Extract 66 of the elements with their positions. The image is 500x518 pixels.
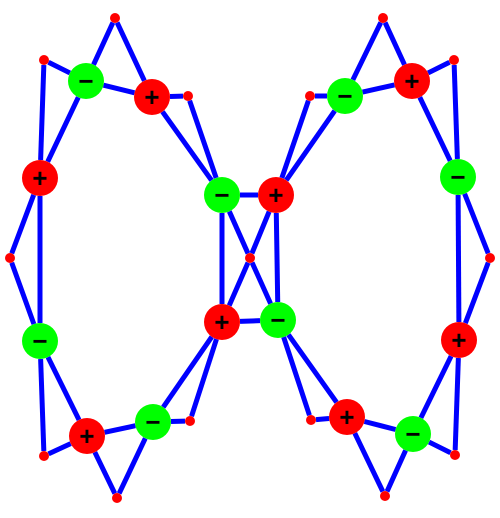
connector-line — [116, 437, 148, 495]
connector-line — [418, 96, 452, 162]
connector-line — [362, 82, 395, 94]
connector-line — [428, 440, 452, 455]
connector-line — [240, 318, 260, 324]
charge-sign: + — [32, 165, 48, 191]
charge-sign: + — [79, 423, 95, 449]
connector-line — [38, 358, 46, 452]
connector-line — [92, 451, 118, 495]
charge-sign: − — [32, 328, 48, 354]
connector-line — [250, 262, 273, 305]
connector-line — [456, 194, 462, 322]
connector-line — [47, 60, 72, 76]
connector-line — [284, 109, 337, 182]
charge-sign: + — [214, 309, 230, 335]
charge-sign: − — [78, 68, 94, 94]
connector-line — [418, 355, 454, 419]
connector-line — [102, 82, 136, 96]
connector-line — [452, 358, 461, 450]
connector-line — [227, 210, 250, 254]
connector-line — [91, 22, 116, 66]
connector-line — [281, 336, 312, 416]
connector-line — [47, 441, 72, 456]
charge-sign: + — [339, 404, 355, 430]
connector-line — [38, 196, 42, 323]
connector-line — [462, 192, 490, 254]
connector-line — [315, 94, 327, 98]
charge-sign: + — [451, 327, 467, 353]
charge-sign: + — [404, 68, 420, 94]
charge-sign: + — [268, 182, 284, 208]
connector-line — [226, 262, 250, 307]
connector-line — [161, 335, 214, 409]
connector-line — [45, 96, 81, 163]
connector-line — [114, 21, 147, 82]
connector-line — [220, 213, 224, 304]
connector-line — [274, 212, 280, 302]
connector-line — [189, 338, 219, 417]
charge-sign: − — [337, 83, 353, 109]
connector-line — [364, 419, 396, 432]
connector-line — [452, 64, 460, 160]
charge-sign: − — [214, 182, 230, 208]
connector-line — [240, 192, 258, 198]
connector-line — [463, 262, 491, 324]
connector-line — [170, 418, 186, 424]
connector-line — [187, 100, 219, 179]
connector-line — [38, 64, 46, 160]
connector-line — [250, 210, 272, 254]
charge-sign: − — [405, 421, 421, 447]
charge-sign: − — [450, 164, 466, 190]
connector-line — [170, 94, 184, 99]
connector-line — [46, 356, 82, 421]
connector-line — [426, 60, 451, 76]
connector-line — [316, 416, 330, 422]
charge-sign: + — [144, 84, 160, 110]
connector-line — [382, 22, 407, 66]
connector-line — [104, 423, 136, 435]
connector-line — [352, 432, 386, 493]
charge-sign: − — [145, 409, 161, 435]
connector-line — [384, 449, 408, 492]
connector-line — [9, 262, 36, 325]
connector-line — [350, 21, 384, 81]
connector-line — [9, 194, 36, 254]
connector-line — [279, 100, 311, 179]
charge-sign: − — [270, 307, 286, 333]
connector-line — [286, 333, 339, 404]
connector-line — [160, 110, 214, 182]
